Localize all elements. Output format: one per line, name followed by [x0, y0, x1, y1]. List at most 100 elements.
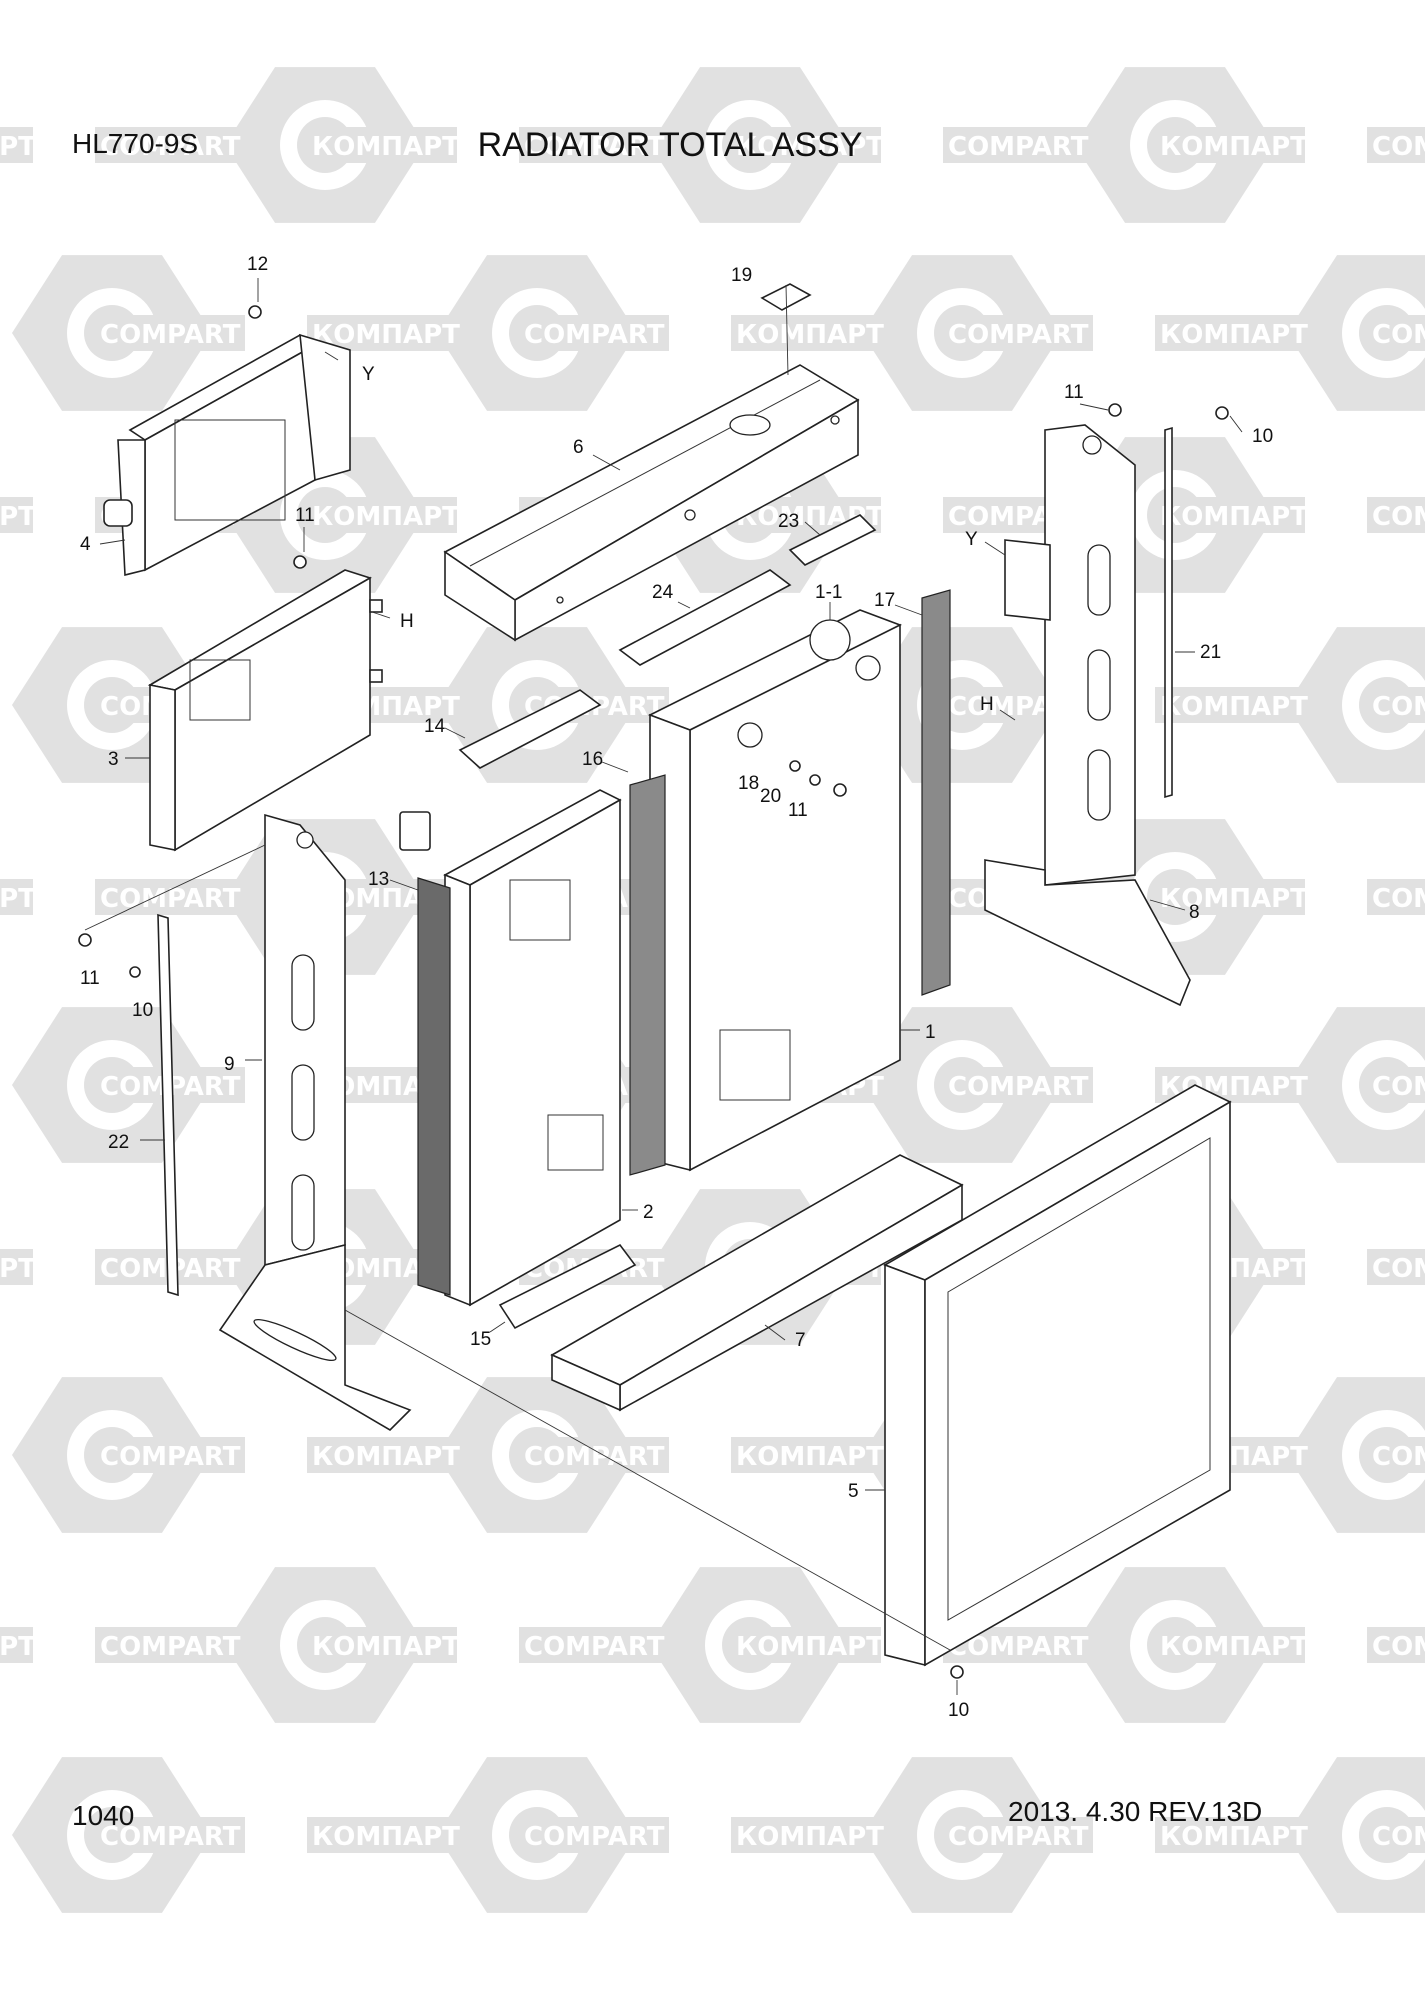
- part-23-pad: [788, 514, 877, 566]
- watermark-text: COMPART: [1372, 1072, 1425, 1102]
- watermark-text: КОМПАРТ: [1160, 320, 1308, 350]
- watermark-banner: [95, 879, 245, 915]
- watermark-banner: [1367, 1249, 1425, 1285]
- watermark-banner: [1367, 127, 1425, 163]
- bolt-11-top: [1108, 403, 1122, 417]
- watermark-text: КОМПАРТ: [736, 320, 884, 350]
- watermark-text: COMPART: [524, 1632, 665, 1662]
- part-16-strip: [629, 774, 666, 1176]
- part-9-left-bracket: [218, 813, 412, 1432]
- bolt-20: [809, 774, 821, 786]
- watermark-text: COMPART: [100, 1442, 241, 1472]
- watermark-text: COMPART: [1372, 320, 1425, 350]
- part-5-shroud-frame: [883, 1084, 1232, 1667]
- watermark-banner: [1367, 1817, 1425, 1853]
- watermark-text: COMPART: [1372, 132, 1425, 162]
- watermark-banner: [95, 1627, 245, 1663]
- bolt-11-left: [78, 933, 92, 947]
- callout-22: 22: [108, 1132, 129, 1153]
- watermark-text: COMPART: [100, 320, 241, 350]
- watermark-text: COMPART: [524, 1442, 665, 1472]
- watermark-text: КОМПАРТ: [1160, 692, 1308, 722]
- watermark-banner: [943, 127, 1093, 163]
- watermark-text: COMPART: [1372, 1632, 1425, 1662]
- callout-21: 21: [1200, 642, 1221, 663]
- bolt-11-mid: [293, 555, 307, 569]
- watermark-text: КОМПАРТ: [312, 1822, 460, 1852]
- watermark-text: КОМПАРТ: [736, 1442, 884, 1472]
- watermark-banner: [1367, 1437, 1425, 1473]
- watermark-banner: [307, 1437, 457, 1473]
- watermark-banner: [0, 1627, 33, 1663]
- watermark-banner: [95, 127, 245, 163]
- watermark-text: COMPART: [948, 1822, 1089, 1852]
- callout-9: 9: [224, 1054, 235, 1075]
- watermark-text: COMPART: [948, 132, 1089, 162]
- watermark-text: COMPART: [1372, 692, 1425, 722]
- part-7-bottom-support: [550, 1154, 964, 1412]
- callout-11-left: 11: [80, 968, 100, 989]
- watermark-text: КОМПАРТ: [1160, 1822, 1308, 1852]
- callout-16: 16: [582, 749, 603, 770]
- part-22-strip: [157, 913, 179, 1297]
- watermark-banner: [307, 1817, 457, 1853]
- watermark-text: КОМПАРТ: [0, 1632, 36, 1662]
- bolt-10-bottom: [950, 1665, 964, 1679]
- watermark-banner: [307, 497, 457, 533]
- watermark-banner: [1155, 497, 1305, 533]
- callout-10-left: 10: [132, 1000, 153, 1021]
- callout-Y-top: Y: [362, 364, 375, 385]
- callout-2: 2: [643, 1202, 654, 1223]
- watermark-banner: [519, 1817, 669, 1853]
- callout-H-top: H: [400, 611, 414, 632]
- callout-Y-right: Y: [965, 529, 978, 550]
- watermark-banner: [1367, 315, 1425, 351]
- watermark-text: КОМПАРТ: [312, 132, 460, 162]
- watermark-banner: [1155, 127, 1305, 163]
- callout-4: 4: [80, 534, 91, 555]
- watermark-banner: [731, 127, 881, 163]
- revision-date: 2013. 4.30 REV.13D: [1008, 1796, 1263, 1827]
- callout-18: 18: [738, 773, 759, 794]
- bolt-10-top: [1215, 406, 1229, 420]
- watermark-banner: [1155, 1627, 1305, 1663]
- part-15-pad: [498, 1243, 637, 1330]
- watermark-banner: [1367, 687, 1425, 723]
- watermark-banner: [1367, 1067, 1425, 1103]
- bolt-12: [248, 305, 262, 319]
- watermark-text: КОМПАРТ: [0, 884, 36, 914]
- watermark-banner: [731, 1627, 881, 1663]
- watermark-banner: [1367, 497, 1425, 533]
- callout-1-1: 1-1: [815, 582, 842, 603]
- callout-10-bottom: 10: [948, 1700, 969, 1721]
- page-number: 1040: [72, 1800, 135, 1831]
- watermark-banner: [943, 315, 1093, 351]
- part-8-right-bracket: [984, 424, 1191, 1007]
- watermark-text: COMPART: [524, 320, 665, 350]
- watermark-text: КОМПАРТ: [1160, 884, 1308, 914]
- part-14-pad: [458, 689, 602, 769]
- watermark-banner: [0, 497, 33, 533]
- callout-23: 23: [778, 511, 799, 532]
- watermark-banner: [1367, 879, 1425, 915]
- watermark-banner: [95, 1437, 245, 1473]
- callout-17: 17: [874, 590, 895, 611]
- watermark-banner: [943, 1067, 1093, 1103]
- watermark-banner: [0, 127, 33, 163]
- watermark-text: КОМПАРТ: [312, 320, 460, 350]
- watermark-banner: [307, 1627, 457, 1663]
- bolt-11-right: [833, 783, 847, 797]
- watermark-banner: [731, 315, 881, 351]
- callout-1: 1: [925, 1022, 936, 1043]
- watermark-text: COMPART: [948, 1072, 1089, 1102]
- watermark-text: COMPART: [1372, 502, 1425, 532]
- watermark-text: COMPART: [524, 1822, 665, 1852]
- watermark-text: КОМПАРТ: [1160, 1632, 1308, 1662]
- watermark-banner: [0, 1249, 33, 1285]
- watermark-text: COMPART: [100, 1632, 241, 1662]
- leader-lines: [84, 278, 1243, 1695]
- callout-19: 19: [731, 265, 752, 286]
- watermark-text: КОМПАРТ: [736, 1822, 884, 1852]
- callout-10-top: 10: [1252, 426, 1273, 447]
